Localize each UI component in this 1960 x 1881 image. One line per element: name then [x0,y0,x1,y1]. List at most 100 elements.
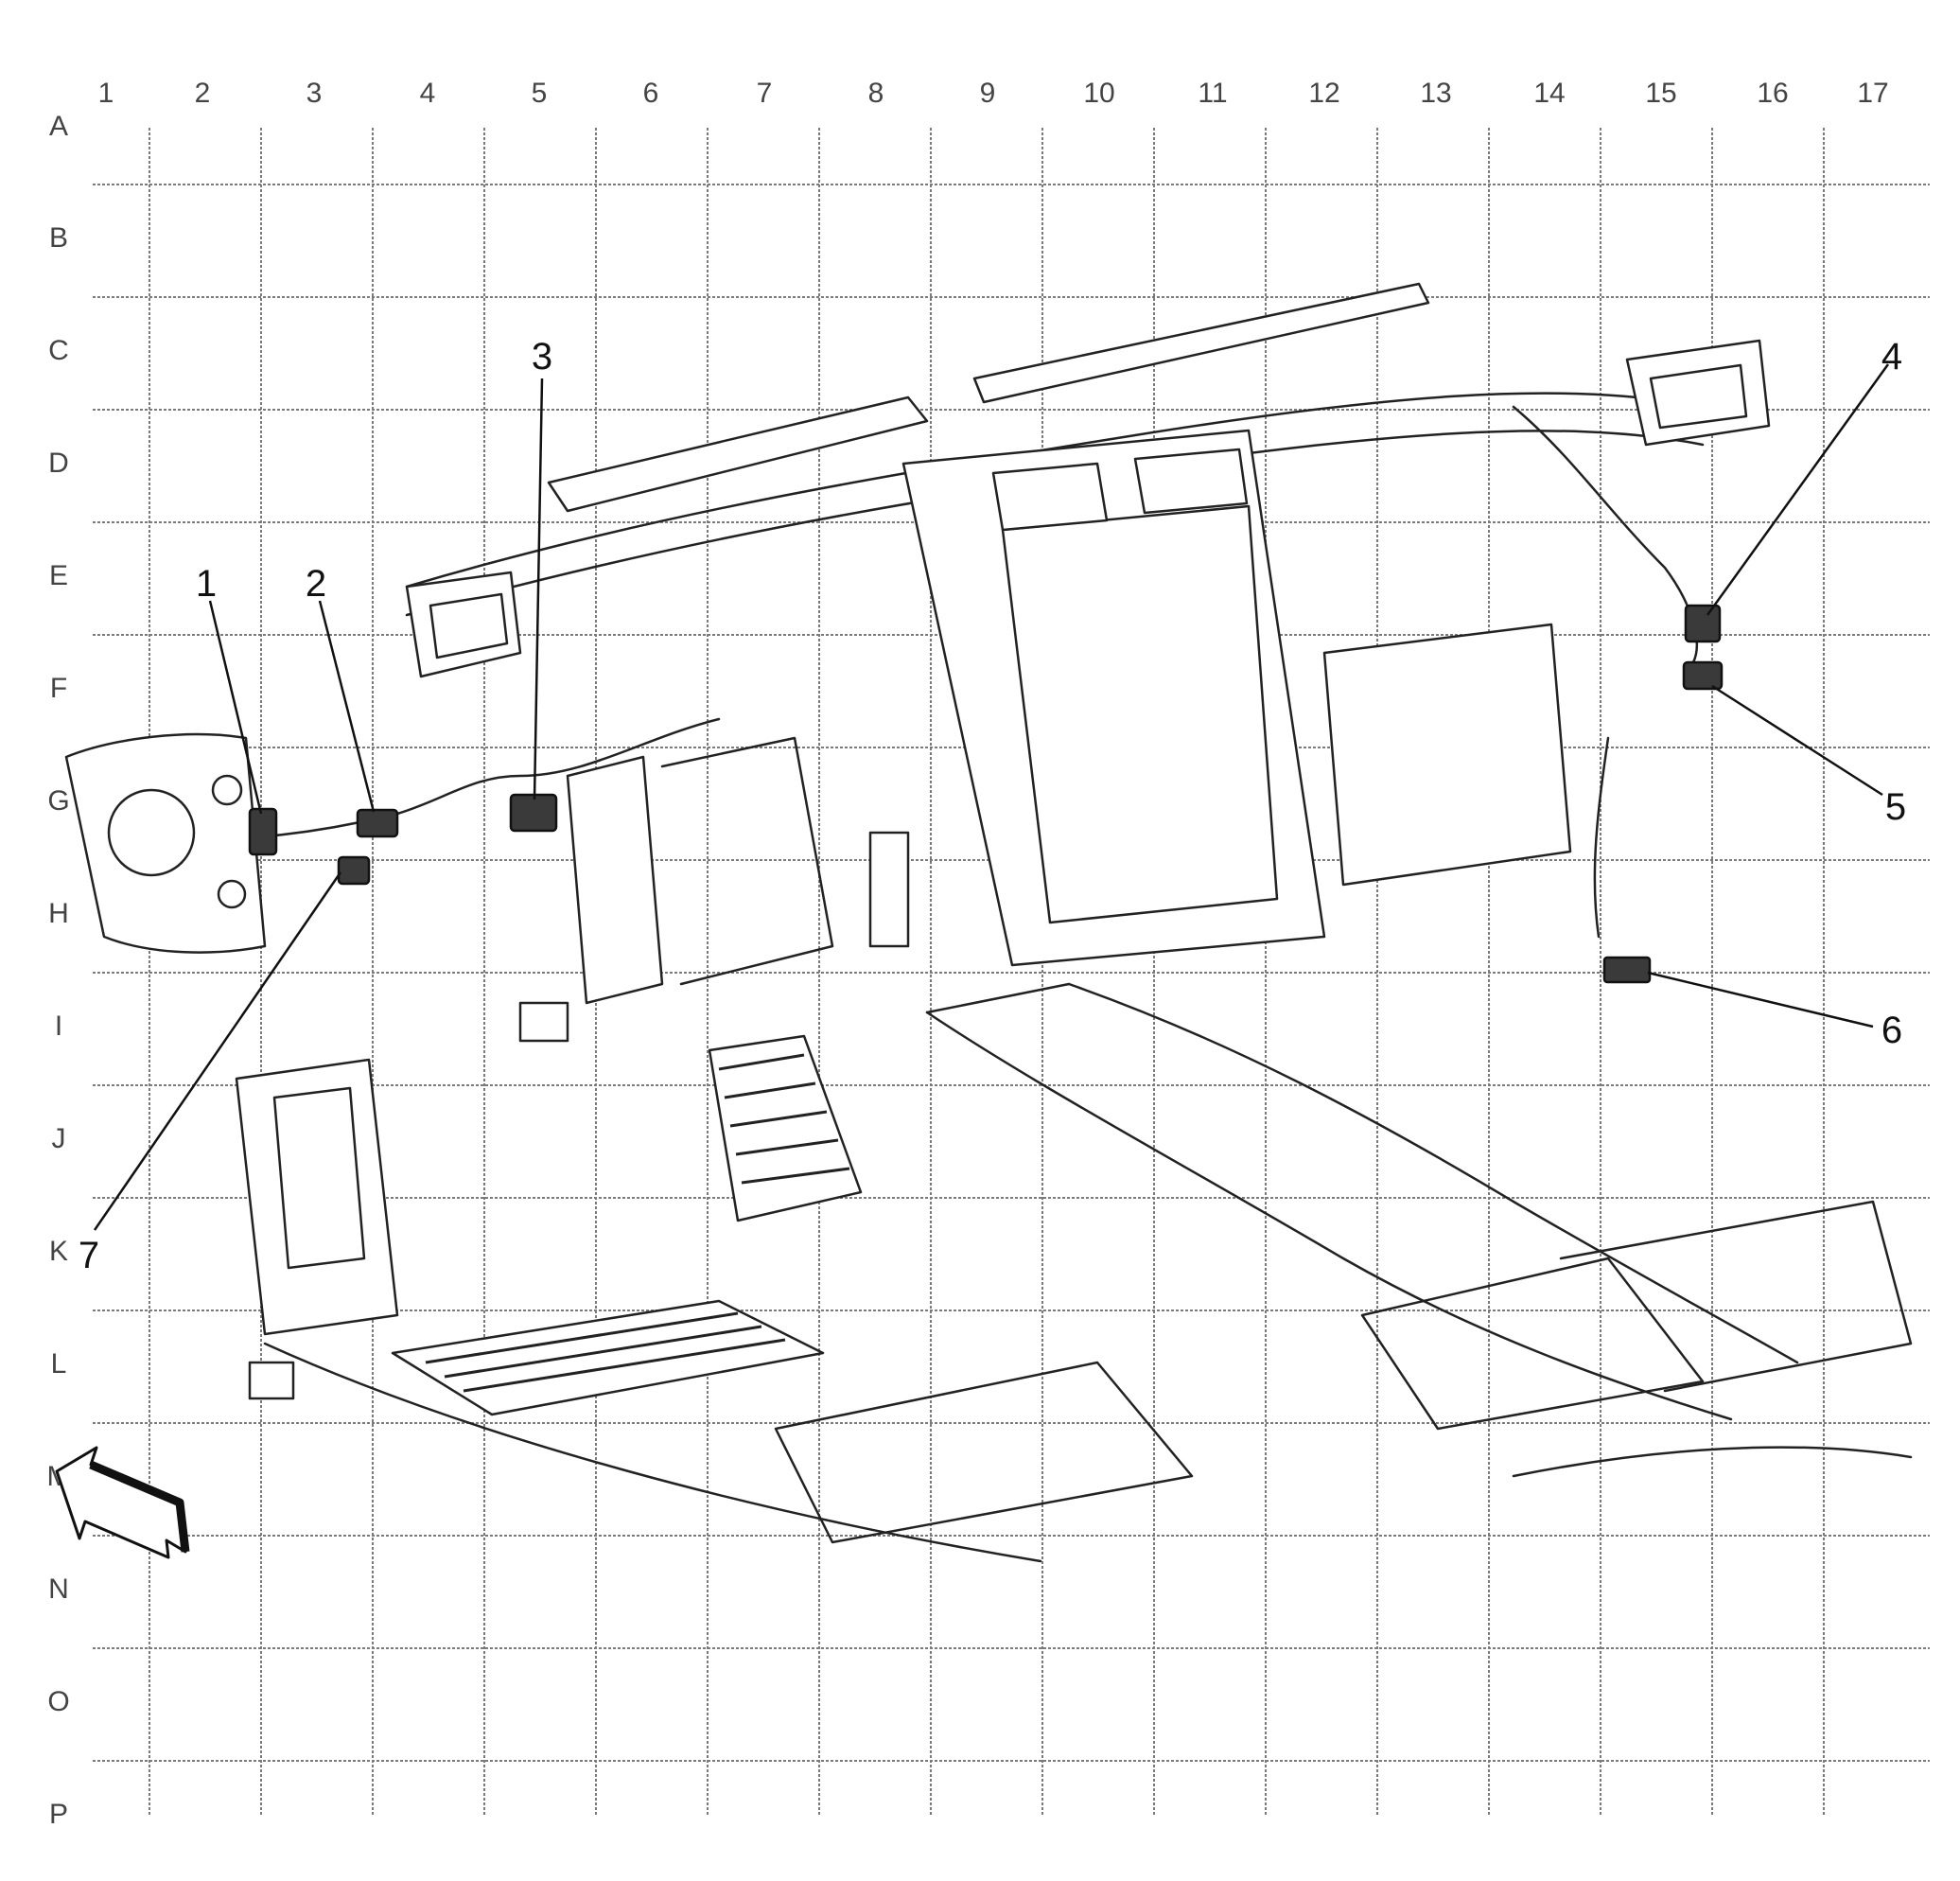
right-outer-vent-inner [1649,363,1748,430]
grid-row-label: G [47,785,69,817]
left-outer-vent [405,571,522,678]
front-arrow-shape [55,1446,187,1559]
callout-6-label: 6 [1881,1010,1902,1051]
footrest-pad [708,1034,863,1222]
vehicle-line-art [64,282,1913,1563]
callout-2-leader [318,600,376,813]
right-ip-carrier [1322,623,1572,887]
callout-2-label: 2 [306,563,326,605]
grid-column-label: 10 [1083,78,1114,109]
hatch-line [463,1338,786,1393]
dash-top-duct [547,396,929,513]
grid-column-labels: 1 2 3 4 5 6 7 8 9 10 11 12 13 14 15 16 1… [98,78,1889,109]
left-pillar-hole-small [217,879,247,909]
grid-row-label: L [51,1348,67,1380]
callout-1-leader [208,600,263,815]
grid-column-label: 16 [1757,78,1788,109]
hatch-line [718,1053,805,1071]
floor-pan-far-right [1559,1200,1913,1393]
grid-column-label: 7 [757,78,773,109]
grid-column-label: 17 [1857,78,1888,109]
floor-pan-left [263,1342,1042,1563]
grid-column-label: 3 [306,78,323,109]
callout-group: 1 2 3 4 5 6 7 [79,336,1906,1276]
hvac-case-outline [660,736,834,986]
left-pillar-hole [107,788,196,877]
grid-row-label: I [55,1011,62,1042]
callout-7-leader [93,871,342,1231]
left-kick-panel [235,1058,399,1336]
grid-column-label: 15 [1645,78,1676,109]
connector-4 [1684,604,1722,643]
center-stack-frame [901,429,1326,967]
hatch-line [724,1081,816,1099]
grid-row-label: F [50,673,67,704]
callout-6-leader [1647,971,1874,1028]
grid-row-label: O [47,1686,69,1717]
callout-4-leader [1706,363,1890,616]
grid-row-label: E [49,560,68,591]
floor-mat-hatching [425,1311,786,1393]
hatch-line [735,1138,839,1156]
callout-1-label: 1 [196,563,217,605]
connector-6 [1602,956,1652,984]
lower-left-bracket [518,1001,569,1043]
front-arrow-shadow [89,1460,190,1553]
left-pillar-hole-small [211,774,243,806]
front-direction-arrow-icon [55,1446,190,1559]
cross-car-beam [405,392,1705,589]
connector-2 [356,808,399,838]
callout-5-label: 5 [1885,786,1906,828]
grid-row-label: P [49,1799,68,1830]
left-kick-panel-inner [272,1086,366,1270]
grid-column-label: 14 [1533,78,1565,109]
grid-row-label: C [48,335,69,366]
grid-column-label: 6 [643,78,659,109]
grid-column-label: 2 [195,78,211,109]
hatch-line [741,1167,850,1185]
rear-floor-contour [1512,1446,1913,1478]
footrest-hatching [718,1053,850,1185]
grid-column-label: 8 [868,78,884,109]
connector-7 [337,855,371,886]
grid-column-label: 13 [1420,78,1451,109]
floor-tunnel-left [925,1011,1733,1421]
left-hinge-pillar [64,732,267,954]
center-defroster-duct [972,282,1430,404]
center-stack-opening [1001,504,1279,924]
grid-column-label: 1 [98,78,114,109]
left-outer-vent-inner [429,592,509,659]
grid-row-label: J [52,1123,66,1154]
grid-column-label: 11 [1198,78,1227,109]
grid-row-label: H [48,898,69,929]
grid-column-label: 4 [420,78,436,109]
grid-row-label: D [48,448,69,479]
connector-3 [509,793,558,833]
hatch-line [729,1110,828,1128]
callout-5-leader [1711,684,1883,797]
callout-4-label: 4 [1881,336,1902,378]
connector-1 [248,807,278,856]
floor-tunnel-right [1067,982,1799,1364]
grid-row-label: K [49,1236,68,1267]
grid-column-label: 12 [1308,78,1339,109]
grid-row-label: B [49,222,68,254]
center-vent-right [1133,448,1249,515]
wiring-harness-right [1512,405,1698,664]
center-bracket [868,831,910,948]
hvac-module [566,755,664,1005]
floor-pan-seat-riser-right [1360,1257,1705,1431]
grid-row-labels: A B C D E F G H I J K L M N O P [47,111,71,1830]
callout-7-label: 7 [79,1235,99,1276]
center-vent-left [991,462,1109,532]
connector-5 [1682,660,1724,691]
grid-row-label: A [49,111,68,142]
hatch-line [444,1325,762,1379]
callout-3-label: 3 [532,336,552,378]
grid-row-label: N [48,1573,69,1605]
wiring-harness-lower-right [1593,736,1610,939]
floor-pan-seat-riser [774,1361,1194,1544]
grid-column-label: 9 [980,78,996,109]
